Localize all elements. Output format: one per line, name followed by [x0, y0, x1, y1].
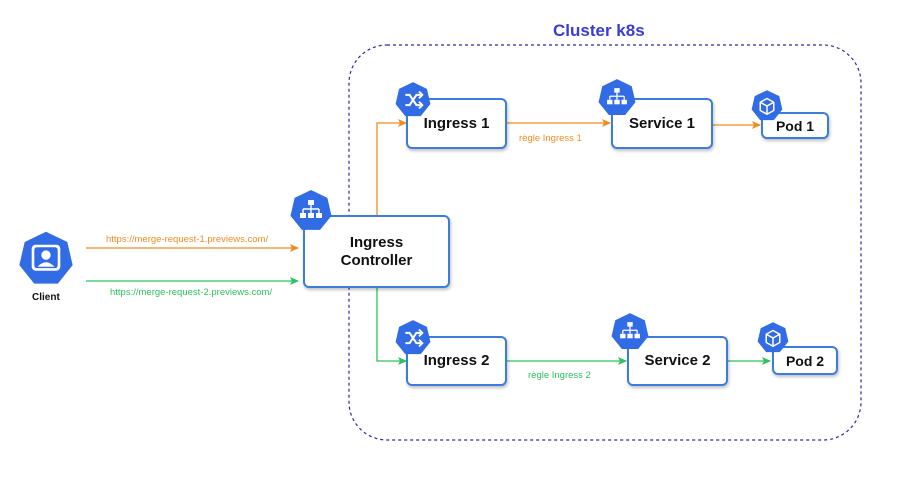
- pod1-label: Pod 1: [775, 117, 815, 134]
- edge-label-rule2: règle Ingress 2: [528, 370, 591, 381]
- ingress2-node[interactable]: Ingress 2: [406, 336, 507, 386]
- pod1-node[interactable]: Pod 1: [761, 112, 829, 139]
- cluster-title: Cluster k8s: [553, 21, 645, 40]
- ingress2-label: Ingress 2: [423, 352, 490, 369]
- user-icon: [19, 231, 73, 284]
- ingress1-label: Ingress 1: [423, 114, 490, 132]
- ingress-controller-node[interactable]: Ingress Controller: [303, 215, 450, 288]
- service1-label: Service 1: [629, 114, 695, 132]
- cluster-boundary: [348, 44, 862, 441]
- pod2-node[interactable]: Pod 2: [772, 346, 838, 375]
- edge-controller-ingress2: [376, 288, 407, 365]
- controller-label-line1: Ingress: [349, 233, 404, 251]
- edge-label-url1: https://merge-request-1.previews.com/: [106, 234, 269, 245]
- edge-label-url2: https://merge-request-2.previews.com/: [110, 287, 273, 298]
- service2-label: Service 2: [644, 352, 711, 369]
- edge-label-rule1: règle Ingress 1: [519, 133, 582, 144]
- ingress1-node[interactable]: Ingress 1: [406, 98, 507, 149]
- controller-label-line2: Controller: [340, 251, 413, 269]
- client-label: Client: [32, 292, 60, 303]
- pod2-label: Pod 2: [785, 352, 825, 369]
- service2-node[interactable]: Service 2: [627, 336, 728, 386]
- service1-node[interactable]: Service 1: [611, 98, 713, 149]
- edge-controller-ingress1: [376, 119, 407, 216]
